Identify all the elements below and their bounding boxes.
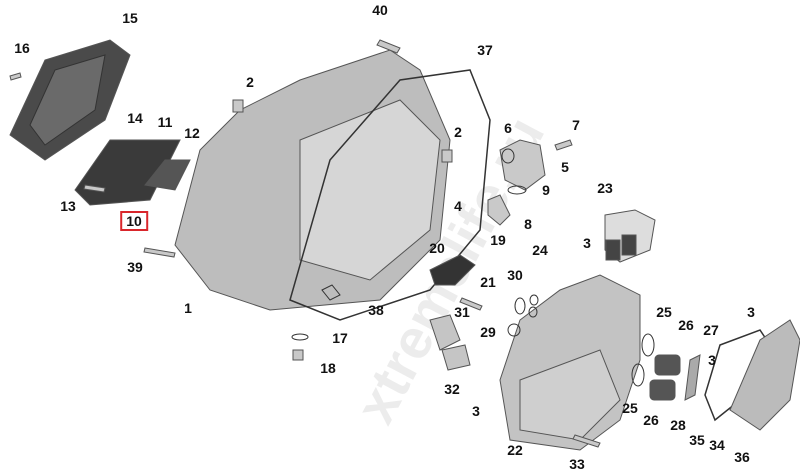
callout-26[interactable]: 26 (678, 317, 694, 333)
part-pump-cover (729, 319, 800, 431)
callout-24[interactable]: 24 (532, 242, 548, 258)
callout-15[interactable]: 15 (122, 10, 138, 26)
part-bolt (554, 139, 573, 151)
part-housing-5 (499, 139, 546, 191)
part-bolt (143, 247, 176, 258)
callout-13[interactable]: 13 (60, 198, 76, 214)
part-26 (654, 354, 681, 376)
part-sensor-8 (487, 194, 511, 226)
callout-8[interactable]: 8 (524, 216, 532, 232)
callout-35[interactable]: 35 (689, 432, 705, 448)
callout-2[interactable]: 2 (246, 74, 254, 90)
callout-39[interactable]: 39 (127, 259, 143, 275)
part-o-ring (507, 185, 527, 195)
callout-4[interactable]: 4 (454, 198, 462, 214)
callout-9[interactable]: 9 (542, 182, 550, 198)
part-o-ring (507, 323, 521, 337)
part-bolt (572, 434, 601, 448)
callout-37[interactable]: 37 (477, 42, 493, 58)
part-o-ring (514, 297, 526, 315)
callout-21[interactable]: 21 (480, 274, 496, 290)
part-o-ring (528, 306, 538, 318)
part-19 (429, 254, 476, 286)
part-27 (684, 354, 701, 401)
part-o-ring (641, 333, 655, 357)
callout-25[interactable]: 25 (656, 304, 672, 320)
callout-31[interactable]: 31 (454, 304, 470, 320)
callout-3[interactable]: 3 (708, 352, 716, 368)
part-bolt (459, 297, 483, 311)
part-26 (649, 379, 676, 401)
callout-25[interactable]: 25 (622, 400, 638, 416)
callout-36[interactable]: 36 (734, 449, 750, 465)
part-gasket-37 (289, 69, 491, 321)
callout-27[interactable]: 27 (703, 322, 719, 338)
callout-5[interactable]: 5 (561, 159, 569, 175)
callout-22[interactable]: 22 (507, 442, 523, 458)
callout-3[interactable]: 3 (583, 235, 591, 251)
part-dowel (441, 149, 453, 163)
part-dowel (232, 99, 244, 113)
callout-1[interactable]: 1 (184, 300, 192, 316)
callout-3[interactable]: 3 (747, 304, 755, 320)
part-o-ring (501, 148, 515, 164)
callout-3[interactable]: 3 (472, 403, 480, 419)
callout-7[interactable]: 7 (572, 117, 580, 133)
part-bolt (376, 39, 401, 54)
callout-23[interactable]: 23 (597, 180, 613, 196)
part-31 (429, 314, 461, 351)
part-o-ring (529, 294, 539, 306)
callout-40[interactable]: 40 (372, 2, 388, 18)
callout-32[interactable]: 32 (444, 381, 460, 397)
part-o-ring (631, 363, 645, 387)
callout-6[interactable]: 6 (504, 120, 512, 136)
callout-16[interactable]: 16 (14, 40, 30, 56)
callout-38[interactable]: 38 (368, 302, 384, 318)
callout-30[interactable]: 30 (507, 267, 523, 283)
callout-11[interactable]: 11 (157, 114, 173, 130)
callout-10-highlighted[interactable]: 10 (120, 211, 148, 231)
part-bolt (9, 72, 22, 81)
callout-19[interactable]: 19 (490, 232, 506, 248)
callout-14[interactable]: 14 (127, 110, 143, 126)
callout-17[interactable]: 17 (332, 330, 348, 346)
part-crankcase-face (299, 99, 441, 281)
part-gasket-10 (144, 159, 191, 191)
part-bolt (83, 184, 106, 193)
callout-20[interactable]: 20 (429, 240, 445, 256)
part-valve-body-face (519, 349, 621, 441)
part-o-ring (291, 333, 309, 341)
part-cover-inner (29, 54, 106, 146)
callout-18[interactable]: 18 (320, 360, 336, 376)
callout-29[interactable]: 29 (480, 324, 496, 340)
callout-33[interactable]: 33 (569, 456, 585, 472)
part-plug (292, 349, 304, 361)
part-31 (441, 344, 471, 371)
callout-28[interactable]: 28 (670, 417, 686, 433)
callout-26[interactable]: 26 (643, 412, 659, 428)
part-solenoid-tip (605, 239, 621, 261)
part-solenoid-tip (621, 234, 637, 256)
callout-12[interactable]: 12 (184, 125, 200, 141)
callout-2[interactable]: 2 (454, 124, 462, 140)
callout-34[interactable]: 34 (709, 437, 725, 453)
part-38 (321, 284, 341, 301)
